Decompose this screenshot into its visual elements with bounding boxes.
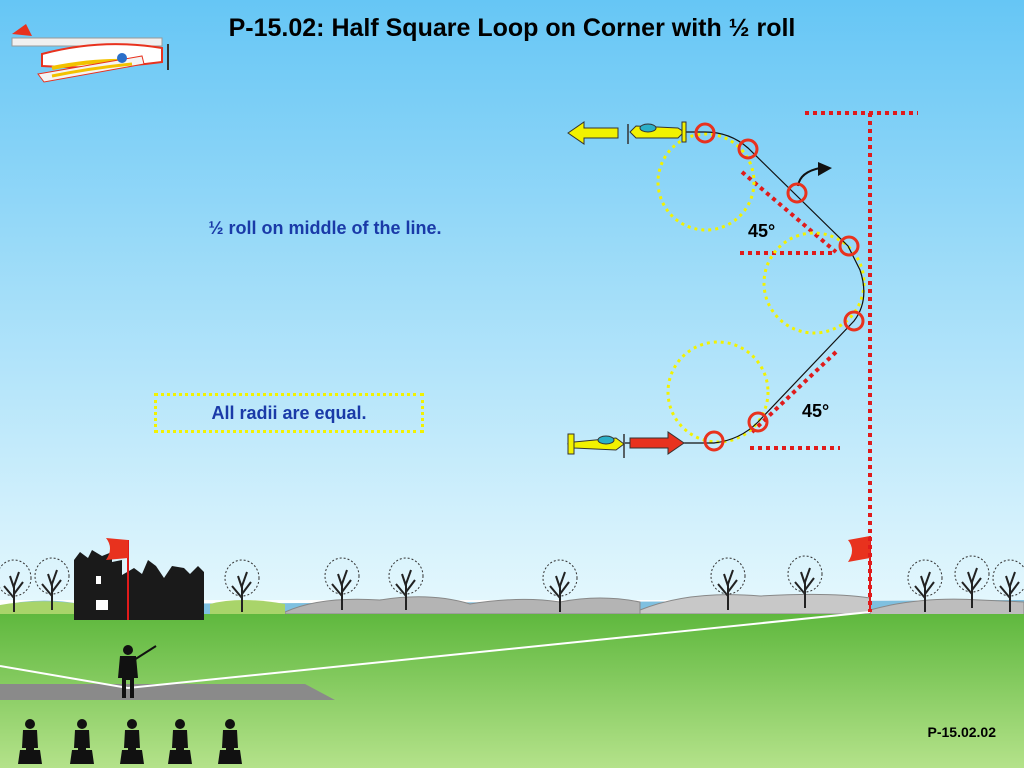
- roll-note: ½ roll on middle of the line.: [208, 218, 442, 238]
- judge-flag-icon: [106, 536, 871, 620]
- flight-path: [625, 131, 865, 444]
- entry-direction-arrow: [629, 431, 685, 455]
- castle-silhouette-icon: [74, 550, 204, 620]
- figure-markers: [694, 122, 865, 452]
- sight-lines: [0, 611, 871, 690]
- background-hills: [0, 593, 1024, 617]
- aerobatic-plane-logo-icon: [11, 24, 169, 83]
- angle-label-lower: 45°: [802, 401, 830, 421]
- small-plane-icon: [627, 121, 687, 144]
- sky: [0, 0, 1024, 600]
- exit-direction-arrow: [567, 121, 619, 145]
- figure-code: P-15.02.02: [927, 724, 997, 740]
- pilot-silhouette-icon: [118, 645, 157, 698]
- small-plane-icon: [566, 433, 625, 458]
- page-title: P-15.02: Half Square Loop on Corner with…: [228, 14, 796, 42]
- radii-note: All radii are equal.: [154, 393, 424, 433]
- runway: [0, 684, 335, 700]
- angle-label-upper: 45°: [748, 221, 776, 241]
